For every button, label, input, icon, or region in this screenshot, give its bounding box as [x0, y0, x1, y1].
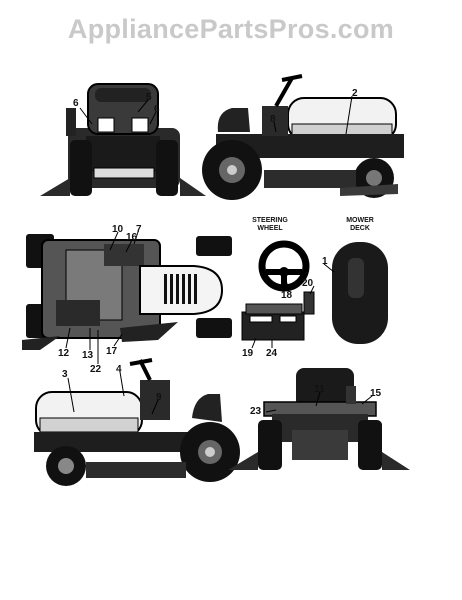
- callout-8: 8: [270, 114, 276, 125]
- mower-deck-illustration: [332, 242, 388, 344]
- callout-16: 16: [126, 232, 138, 243]
- callout-19: 19: [242, 348, 254, 359]
- tractor-rear-view: [228, 368, 410, 470]
- battery-tray-illustration: [241, 291, 315, 341]
- callout-15: 15: [370, 388, 382, 399]
- callout-7: 7: [136, 224, 142, 235]
- callout-22: 22: [90, 364, 102, 375]
- callout-4: 4: [116, 364, 122, 375]
- callout-9: 9: [156, 392, 162, 403]
- callout-11: 11: [314, 384, 325, 395]
- steering-wheel-caption-line2: WHEEL: [257, 225, 283, 232]
- steering-wheel-illustration: [258, 240, 310, 292]
- watermark: AppliancePartsPros.com: [67, 14, 395, 44]
- callout-5: 5: [146, 92, 152, 103]
- tractor-top-view: [22, 234, 232, 350]
- callout-6-left: 6: [73, 98, 79, 109]
- callout-20: 20: [302, 278, 314, 289]
- callout-6-right: 6: [154, 104, 160, 115]
- callout-23: 23: [250, 406, 262, 417]
- callout-18: 18: [281, 290, 293, 301]
- tractor-front-view: [40, 83, 206, 196]
- mower-deck-caption-line2: DECK: [350, 225, 370, 232]
- callout-10: 10: [112, 224, 124, 235]
- callout-3: 3: [62, 369, 68, 380]
- callout-1: 1: [322, 256, 328, 267]
- callout-2: 2: [352, 88, 358, 99]
- mower-deck-caption-line1: MOWER: [346, 217, 374, 224]
- leader-lines: [65, 95, 373, 415]
- callout-12: 12: [58, 348, 70, 359]
- tractor-side-view-right: [202, 74, 404, 200]
- steering-wheel-caption-line1: STEERING: [252, 217, 288, 224]
- tractor-side-view-left: [34, 358, 240, 486]
- callout-17: 17: [106, 346, 118, 357]
- callout-24: 24: [266, 348, 278, 359]
- callout-13: 13: [82, 350, 94, 361]
